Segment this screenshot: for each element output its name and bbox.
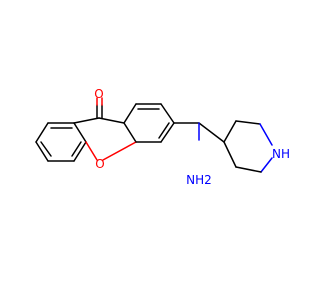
bond-network <box>35 97 273 173</box>
amine-label: NH2 <box>186 173 212 187</box>
molecule-structure: O O NH NH2 <box>35 87 290 187</box>
ring-nitrogen-label: NH <box>272 147 290 161</box>
carbonyl-oxygen-label: O <box>94 87 103 101</box>
ring-oxygen-label: O <box>95 157 104 171</box>
